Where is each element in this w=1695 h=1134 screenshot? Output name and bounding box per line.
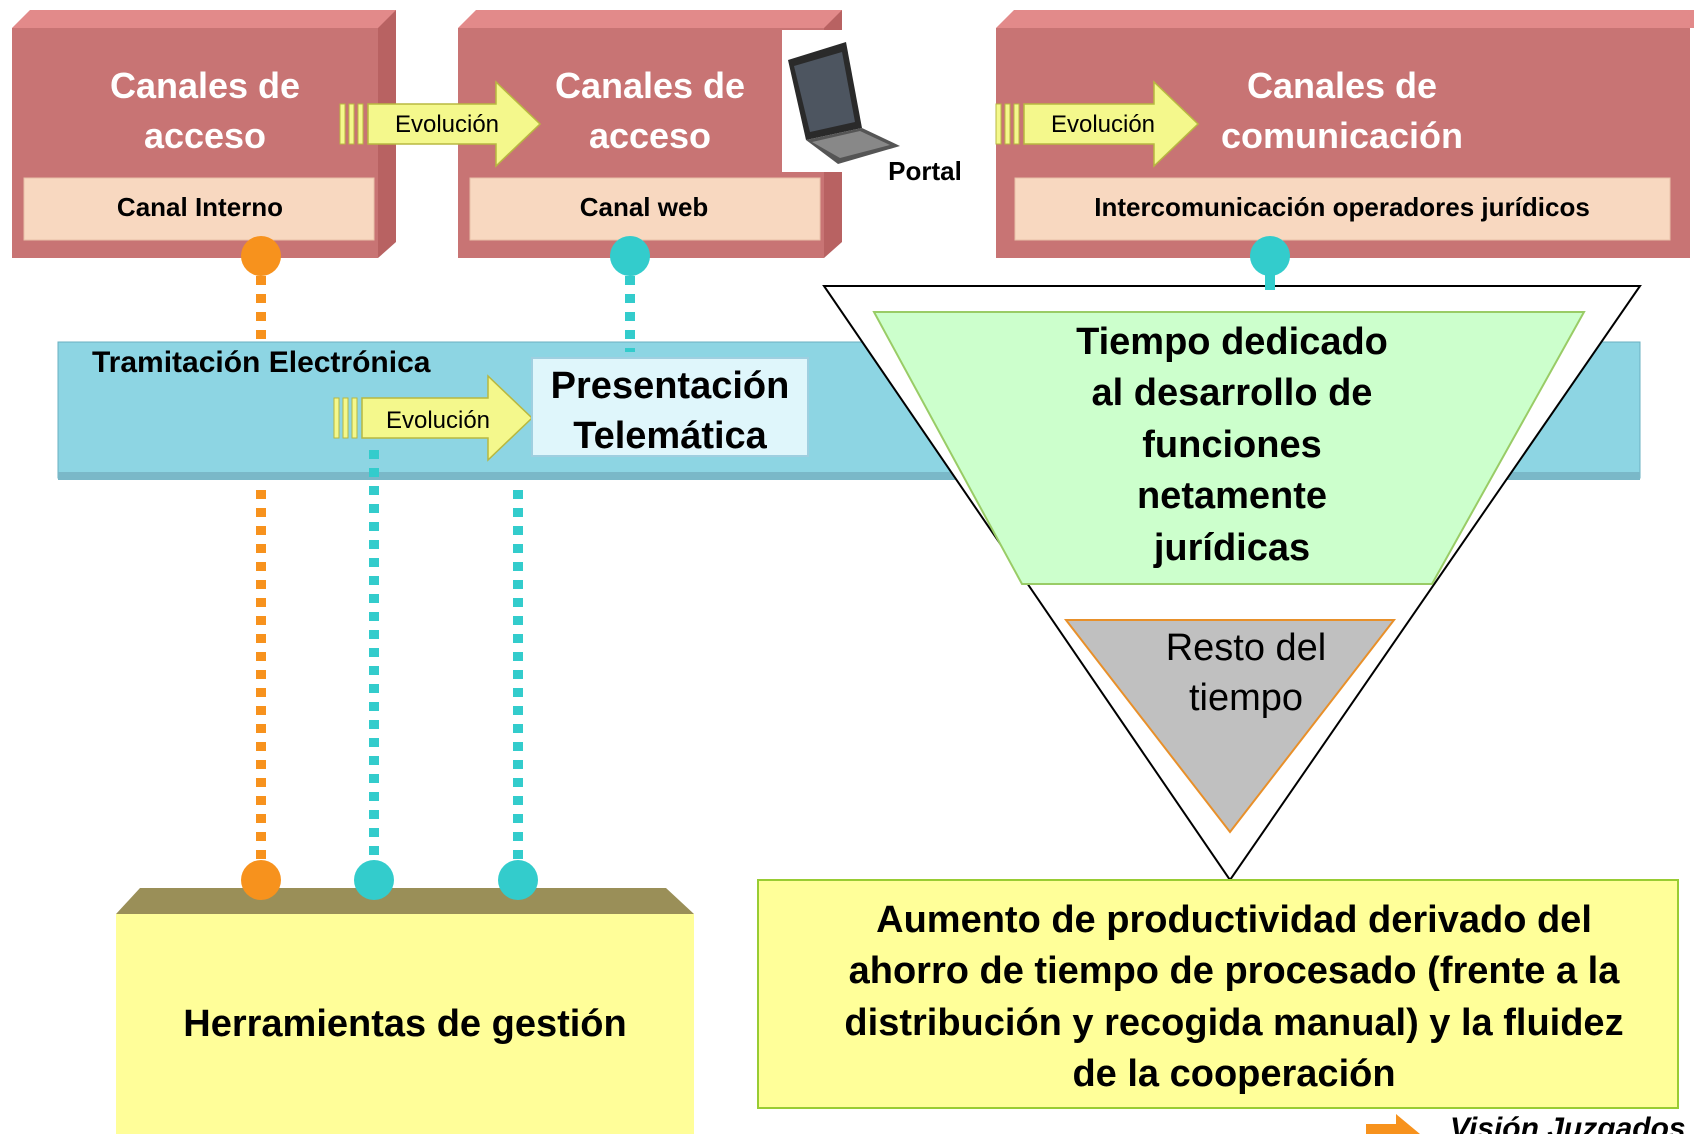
box-title-line2: comunicación — [1221, 115, 1463, 156]
productividad-bg — [757, 879, 1679, 1109]
sublabel-canal-web: Canal web — [580, 192, 709, 222]
presentacion-line2: Telemática — [573, 415, 767, 457]
footer-vision: Visión Juzgados — [1366, 1112, 1686, 1134]
band-shadow — [58, 472, 1640, 480]
productividad-line4: de la cooperación — [1072, 1053, 1395, 1095]
triangle-top-line2: al desarrollo de — [1092, 372, 1373, 414]
productividad-line2: ahorro de tiempo de procesado (frente a … — [849, 950, 1621, 992]
portal-laptop: Portal — [782, 30, 962, 186]
box-top-face — [996, 10, 1694, 28]
arrow-shape — [1023, 80, 1200, 168]
green-trapezoid — [872, 311, 1586, 585]
box-title-line2: acceso — [144, 115, 266, 156]
dot-orange-bottom — [241, 860, 281, 900]
sublabel-intercomunicacion: Intercomunicación operadores jurídicos — [1094, 192, 1590, 222]
evolucion-arrow-2: Evolución — [995, 80, 1200, 168]
arrow-right-icon — [1366, 1114, 1420, 1134]
sublabel-bg — [1014, 177, 1671, 241]
box-title-line1: Canales de — [110, 65, 300, 106]
box-canales-comunicacion: Canales de comunicación Intercomunicació… — [996, 10, 1694, 258]
box-title-line1: Canales de — [1247, 65, 1437, 106]
herramientas-box: Herramientas de gestión — [116, 888, 694, 1134]
tramitacion-title: Tramitación Electrónica — [92, 346, 431, 379]
herramientas-label: Herramientas de gestión — [183, 1003, 626, 1045]
evolucion-arrow-1: Evolución — [339, 80, 542, 168]
laptop-icon — [788, 42, 900, 164]
arrow-label: Evolución — [386, 407, 490, 434]
sublabel-bg — [23, 177, 375, 241]
arrow-label: Evolución — [395, 111, 499, 138]
triangle-bottom-line1: Resto del — [1166, 627, 1327, 669]
sublabel-canal-interno: Canal Interno — [117, 192, 283, 222]
presentacion-bg — [531, 357, 809, 457]
dot-teal-mid-bottom — [354, 860, 394, 900]
connector-teal-right — [1250, 236, 1290, 290]
footer-label: Visión Juzgados — [1450, 1112, 1686, 1134]
box-top-face — [12, 10, 396, 28]
productividad-box: Aumento de productividad derivado del ah… — [757, 879, 1679, 1109]
productividad-line1: Aumento de productividad derivado del — [876, 899, 1592, 941]
connector-orange-top — [241, 236, 281, 342]
box-title-line2: acceso — [589, 115, 711, 156]
triangle-top-line4: netamente — [1137, 475, 1327, 517]
dot-teal-bottom — [498, 860, 538, 900]
time-triangle: Tiempo dedicado al desarrollo de funcion… — [822, 285, 1642, 882]
triangle-top-line5: jurídicas — [1153, 527, 1310, 569]
triangle-bottom-line2: tiempo — [1189, 677, 1303, 719]
box-title-line1: Canales de — [555, 65, 745, 106]
box-top-face — [458, 10, 842, 28]
arrow-label: Evolución — [1051, 111, 1155, 138]
box-top-face — [116, 888, 694, 914]
evolucion-arrow-3: Evolución — [333, 374, 534, 462]
box-canales-acceso-interno: Canales de acceso Canal Interno — [12, 10, 396, 258]
sublabel-bg — [469, 177, 821, 241]
arrow-shape — [361, 374, 534, 462]
grey-triangle — [1063, 619, 1397, 834]
presentacion-line1: Presentación — [551, 365, 790, 407]
box-front-face — [116, 914, 694, 1134]
presentacion-telematica-box: Presentación Telemática — [531, 357, 809, 457]
triangle-top-line3: funciones — [1142, 424, 1321, 466]
triangle-top-line1: Tiempo dedicado — [1076, 321, 1388, 363]
connector-teal-top — [610, 236, 650, 352]
productividad-line3: distribución y recogida manual) y la flu… — [844, 1002, 1623, 1044]
portal-label: Portal — [888, 156, 962, 186]
arrow-shape — [367, 80, 542, 168]
